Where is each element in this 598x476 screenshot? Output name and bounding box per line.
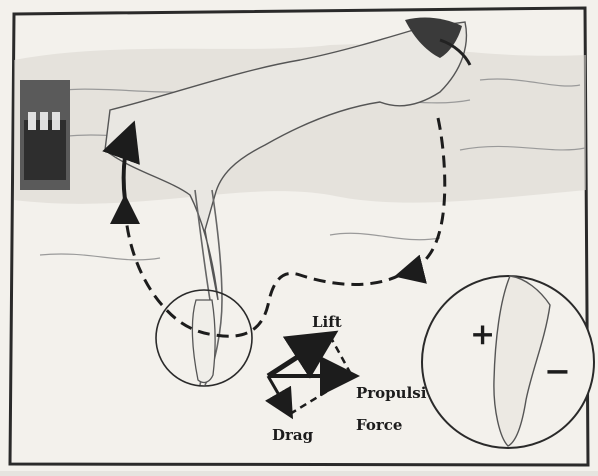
minus-sign: − — [544, 352, 571, 390]
stroke-path-return — [125, 200, 162, 305]
drag-arrow — [268, 376, 290, 414]
hand-sketch — [192, 300, 215, 382]
lift-label: Lift — [312, 313, 342, 331]
drag-to-resultant-dashed — [290, 376, 352, 414]
lift-arrow — [268, 336, 330, 376]
force-vectors — [268, 336, 352, 414]
drag-label: Drag — [272, 426, 314, 444]
plus-sign: + — [470, 317, 495, 352]
force-label: Force — [356, 416, 402, 434]
pool-wall — [20, 80, 70, 190]
lift-to-resultant-dashed — [330, 336, 352, 376]
